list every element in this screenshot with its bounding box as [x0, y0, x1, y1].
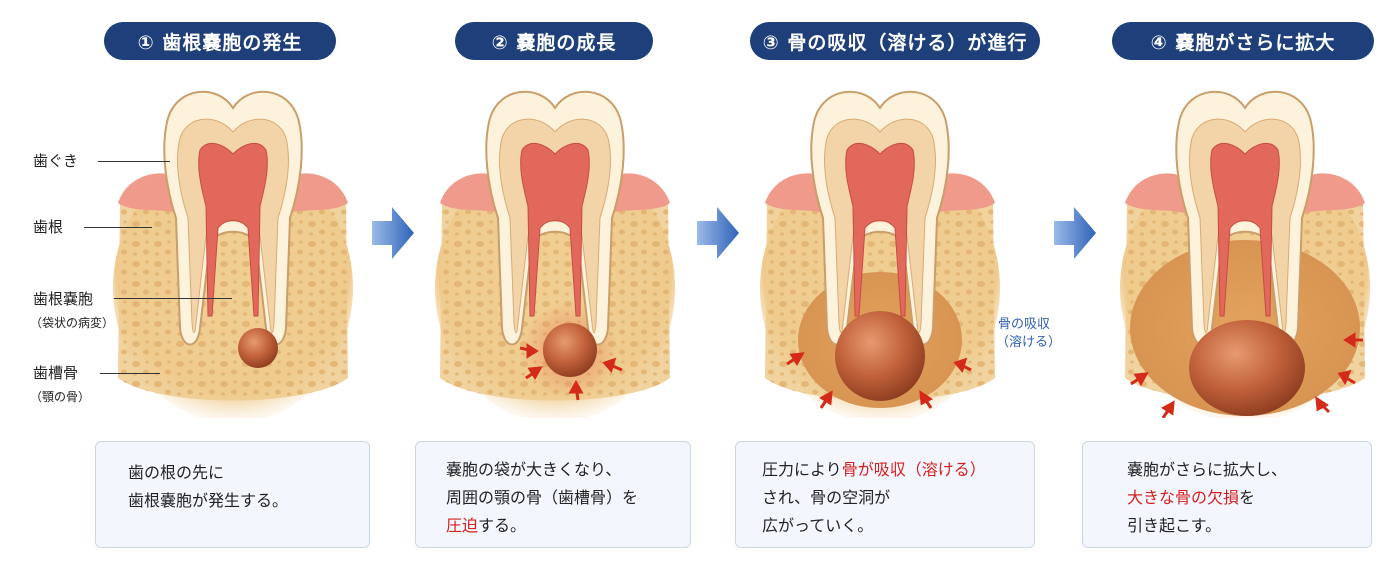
stage-3-description: 圧力により骨が吸収（溶ける） され、骨の空洞が 広がっていく。	[735, 441, 1035, 548]
desc-3-line1: 圧力により骨が吸収（溶ける）	[762, 456, 1034, 484]
resorption-label-line1: 骨の吸収	[998, 317, 1051, 332]
desc-3-line1-pre: 圧力により	[762, 460, 842, 479]
desc-1-line2: 歯根嚢胞が発生する。	[128, 491, 289, 510]
leader-root	[84, 227, 152, 228]
desc-2-highlight: 圧迫	[446, 516, 479, 535]
desc-2-line3: 圧迫する。	[446, 512, 690, 540]
stage-1-illustration	[113, 90, 353, 418]
label-gum: 歯ぐき	[33, 152, 79, 170]
leader-gum	[98, 161, 170, 162]
desc-2-line3-rest: する。	[478, 516, 527, 535]
cyst-extra-large	[1189, 320, 1305, 416]
desc-3-line2: され、骨の空洞が	[762, 488, 891, 507]
label-cyst: 歯根嚢胞	[33, 290, 94, 308]
flow-arrow-icon	[372, 207, 414, 259]
stage-4-illustration	[1120, 90, 1370, 418]
desc-3-highlight: 骨が吸収（溶ける）	[841, 460, 986, 479]
cyst-large	[835, 311, 925, 401]
label-cyst-note: （袋状の病変）	[30, 316, 115, 330]
pressure-arrow-icon	[519, 343, 623, 401]
label-bone: 歯槽骨	[33, 364, 79, 382]
stage-1-description: 歯の根の先に 歯根嚢胞が発生する。	[95, 441, 370, 548]
label-bone-note: （顎の骨）	[30, 390, 91, 404]
label-root: 歯根	[33, 218, 64, 236]
stage-3-illustration	[760, 90, 1000, 418]
desc-2-line2: 周囲の顎の骨（歯槽骨）を	[446, 488, 639, 507]
resorption-label-line2: （溶ける）	[996, 335, 1062, 350]
pressure-arrow-icon	[1130, 332, 1363, 418]
stage-4-title: ④ 嚢胞がさらに拡大	[1112, 22, 1374, 60]
flow-arrow-icon	[1054, 207, 1096, 259]
stage-1-title: ① 歯根嚢胞の発生	[104, 22, 336, 60]
stage-2-title: ② 嚢胞の成長	[455, 22, 653, 60]
resorption-label: 骨の吸収 （溶ける）	[996, 316, 1062, 352]
desc-2-line1: 嚢胞の袋が大きくなり、	[446, 460, 622, 479]
cyst-small	[238, 328, 278, 368]
cyst-medium	[543, 323, 597, 377]
stage-2-illustration	[435, 90, 675, 418]
desc-4-line2: 大きな骨の欠損を	[1127, 484, 1371, 512]
stage-4-description: 嚢胞がさらに拡大し、 大きな骨の欠損を 引き起こす。	[1082, 441, 1372, 548]
desc-4-line2-rest: を	[1239, 488, 1256, 507]
desc-4-line3: 引き起こす。	[1127, 516, 1222, 535]
desc-4-line1: 嚢胞がさらに拡大し、	[1127, 460, 1288, 479]
flow-arrow-icon	[697, 207, 739, 259]
stage-2-description: 嚢胞の袋が大きくなり、 周囲の顎の骨（歯槽骨）を 圧迫する。	[415, 441, 691, 548]
leader-bone	[100, 373, 160, 374]
leader-cyst	[114, 298, 232, 299]
desc-4-highlight: 大きな骨の欠損	[1127, 488, 1240, 507]
pressure-arrow-icon	[786, 352, 972, 409]
desc-1-line1: 歯の根の先に	[128, 463, 225, 482]
desc-3-line3: 広がっていく。	[762, 516, 874, 535]
stage-3-title: ③ 骨の吸収（溶ける）が進行	[750, 22, 1040, 60]
